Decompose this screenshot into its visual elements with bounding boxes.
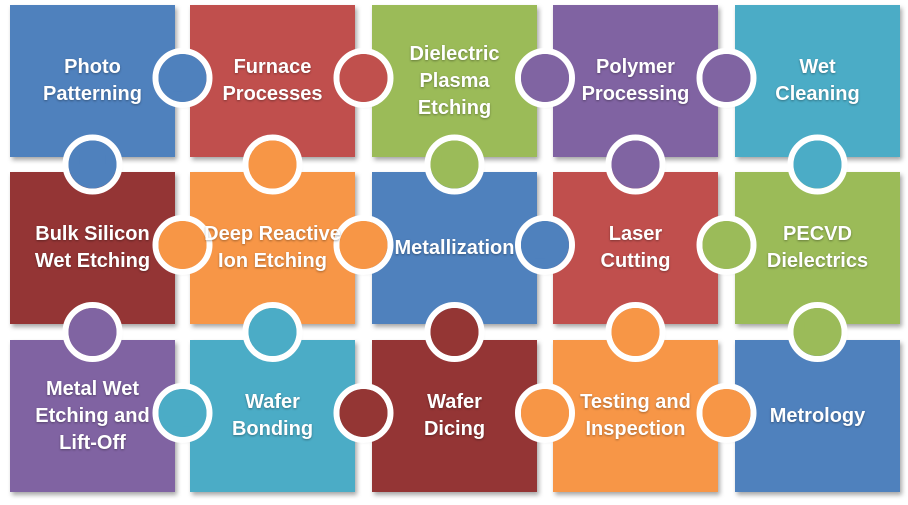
puzzle-knob-neck [622, 332, 649, 342]
puzzle-knob-neck [353, 231, 364, 259]
puzzle-knob-neck [804, 155, 831, 165]
puzzle-knob-neck [363, 399, 374, 427]
puzzle-socket [333, 382, 394, 443]
puzzle-socket [605, 302, 666, 362]
puzzle-knob-neck [182, 231, 192, 259]
puzzle-piece-body [10, 5, 175, 157]
puzzle-piece-body [735, 5, 900, 157]
puzzle-knob-neck [79, 332, 106, 342]
puzzle-piece-body [372, 340, 537, 492]
puzzle-knob-neck [259, 164, 286, 174]
puzzle-piece [553, 172, 718, 324]
puzzle-socket [515, 47, 575, 108]
puzzle-socket [787, 134, 848, 195]
puzzle-knob-neck [804, 322, 831, 332]
puzzle-knob-neck [79, 155, 106, 165]
puzzle-socket [152, 47, 213, 108]
puzzle-socket [424, 302, 485, 362]
puzzle-knob-neck [716, 399, 727, 427]
puzzle-piece-body [190, 5, 355, 157]
puzzle-socket [333, 214, 394, 275]
puzzle-socket [696, 47, 757, 108]
puzzle-piece [10, 172, 175, 324]
puzzle-piece-body [190, 172, 355, 324]
puzzle-socket [152, 382, 213, 443]
puzzle-piece-body [190, 340, 355, 492]
puzzle-socket [515, 382, 575, 443]
puzzle-piece-body [553, 340, 718, 492]
puzzle-piece-body [735, 172, 900, 324]
puzzle-piece [735, 340, 900, 492]
puzzle-piece-body [10, 172, 175, 324]
puzzle-knob-neck [259, 332, 286, 342]
puzzle-pieces [10, 5, 900, 492]
puzzle-knob-neck [545, 64, 555, 92]
puzzle-socket [333, 47, 394, 108]
puzzle-knob-neck [173, 64, 183, 92]
puzzle-piece-body [553, 5, 718, 157]
puzzle-piece-body [372, 5, 537, 157]
puzzle-socket [62, 134, 123, 195]
puzzle-knob-neck [545, 399, 555, 427]
puzzle-socket [62, 302, 123, 362]
puzzle-knob-neck [353, 64, 364, 92]
puzzle-socket [696, 214, 757, 275]
puzzle-knob-neck [182, 399, 192, 427]
puzzle-socket [152, 214, 213, 275]
puzzle-socket [515, 214, 575, 275]
puzzle-piece-body [372, 172, 537, 324]
puzzle-socket [242, 302, 303, 362]
puzzle-socket [787, 302, 848, 362]
puzzle-knob-neck [535, 231, 545, 259]
puzzle-socket [605, 134, 666, 195]
puzzle-socket [242, 134, 303, 195]
puzzle-knob-neck [441, 332, 468, 342]
puzzle-socket [696, 382, 757, 443]
puzzle-piece-body [735, 340, 900, 492]
puzzle-knob-neck [716, 64, 727, 92]
puzzle-socket [424, 134, 485, 195]
puzzle-knob-neck [622, 155, 649, 165]
puzzle-piece [372, 5, 537, 189]
puzzle-piece-body [10, 340, 175, 492]
puzzle-knob-neck [726, 231, 737, 259]
puzzle-piece-body [553, 172, 718, 324]
puzzle-knob-neck [441, 155, 468, 165]
puzzle-piece [735, 5, 900, 189]
